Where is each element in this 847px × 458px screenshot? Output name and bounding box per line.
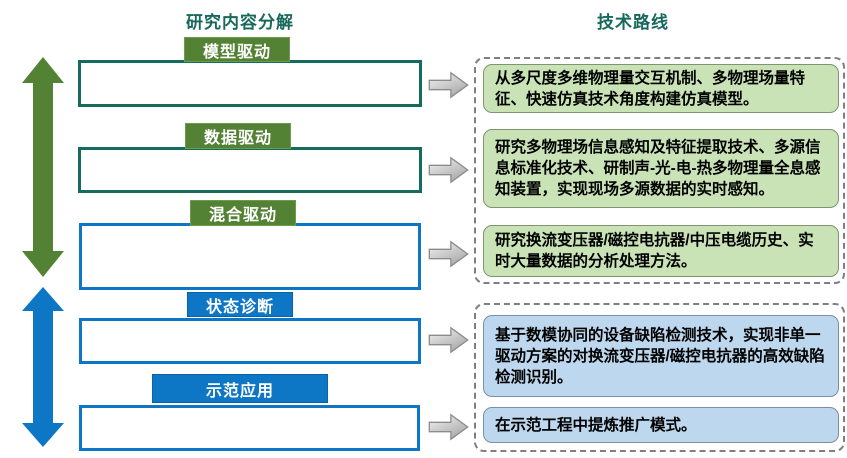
content-box-model-driven bbox=[78, 60, 422, 107]
right-arrow-icon-1 bbox=[428, 71, 469, 99]
blue-double-arrow-icon bbox=[22, 287, 64, 447]
stage-label-state-diagnosis: 状态诊断 bbox=[187, 292, 293, 317]
right-arrow-icon-2 bbox=[428, 156, 469, 184]
right-arrow-icon-5 bbox=[428, 413, 469, 441]
content-box-state-diagnosis bbox=[79, 318, 421, 364]
route-text: 研究多物理场信息感知及特征提取技术、多源信息标准化技术、研制声-光-电-热多物理… bbox=[495, 139, 821, 198]
content-box-data-driven bbox=[78, 147, 422, 193]
route-group-blue bbox=[474, 303, 845, 452]
route-box-demo-application: 在示范工程中提炼推广模式。 bbox=[483, 407, 839, 443]
right-arrow-icon-4 bbox=[428, 326, 469, 354]
route-text: 在示范工程中提炼推广模式。 bbox=[495, 416, 697, 434]
route-text: 从多尺度多维物理量交互机制、多物理场量特征、快速仿真技术角度构建仿真模型。 bbox=[495, 69, 806, 108]
right-column-title: 技术路线 bbox=[597, 13, 669, 32]
content-box-hybrid-driven bbox=[79, 223, 421, 290]
route-box-data-driven: 研究多物理场信息感知及特征提取技术、多源信息标准化技术、研制声-光-电-热多物理… bbox=[483, 129, 839, 208]
stage-label-demo-application: 示范应用 bbox=[152, 374, 328, 403]
left-column-title: 研究内容分解 bbox=[186, 13, 294, 32]
route-box-model-driven: 从多尺度多维物理量交互机制、多物理场量特征、快速仿真技术角度构建仿真模型。 bbox=[483, 64, 839, 113]
route-box-hybrid-driven: 研究换流变压器/磁控电抗器/中压电缆历史、实时大量数据的分析处理方法。 bbox=[483, 225, 839, 277]
route-text: 研究换流变压器/磁控电抗器/中压电缆历史、实时大量数据的分析处理方法。 bbox=[495, 232, 814, 270]
route-box-state-diagnosis: 基于数模协同的设备缺陷检测技术，实现非单一驱动方案的对换流变压器/磁控电抗器的高… bbox=[483, 315, 839, 397]
route-text: 基于数模协同的设备缺陷检测技术，实现非单一驱动方案的对换流变压器/磁控电抗器的高… bbox=[495, 326, 825, 386]
content-box-demo-application bbox=[79, 405, 420, 451]
right-arrow-icon-3 bbox=[428, 240, 469, 268]
green-double-arrow-icon bbox=[22, 57, 64, 277]
stage-label-model-driven: 模型驱动 bbox=[184, 37, 290, 62]
stage-label-data-driven: 数据驱动 bbox=[185, 123, 291, 149]
route-group-green bbox=[474, 57, 845, 284]
stage-label-hybrid-driven: 混合驱动 bbox=[190, 200, 296, 226]
